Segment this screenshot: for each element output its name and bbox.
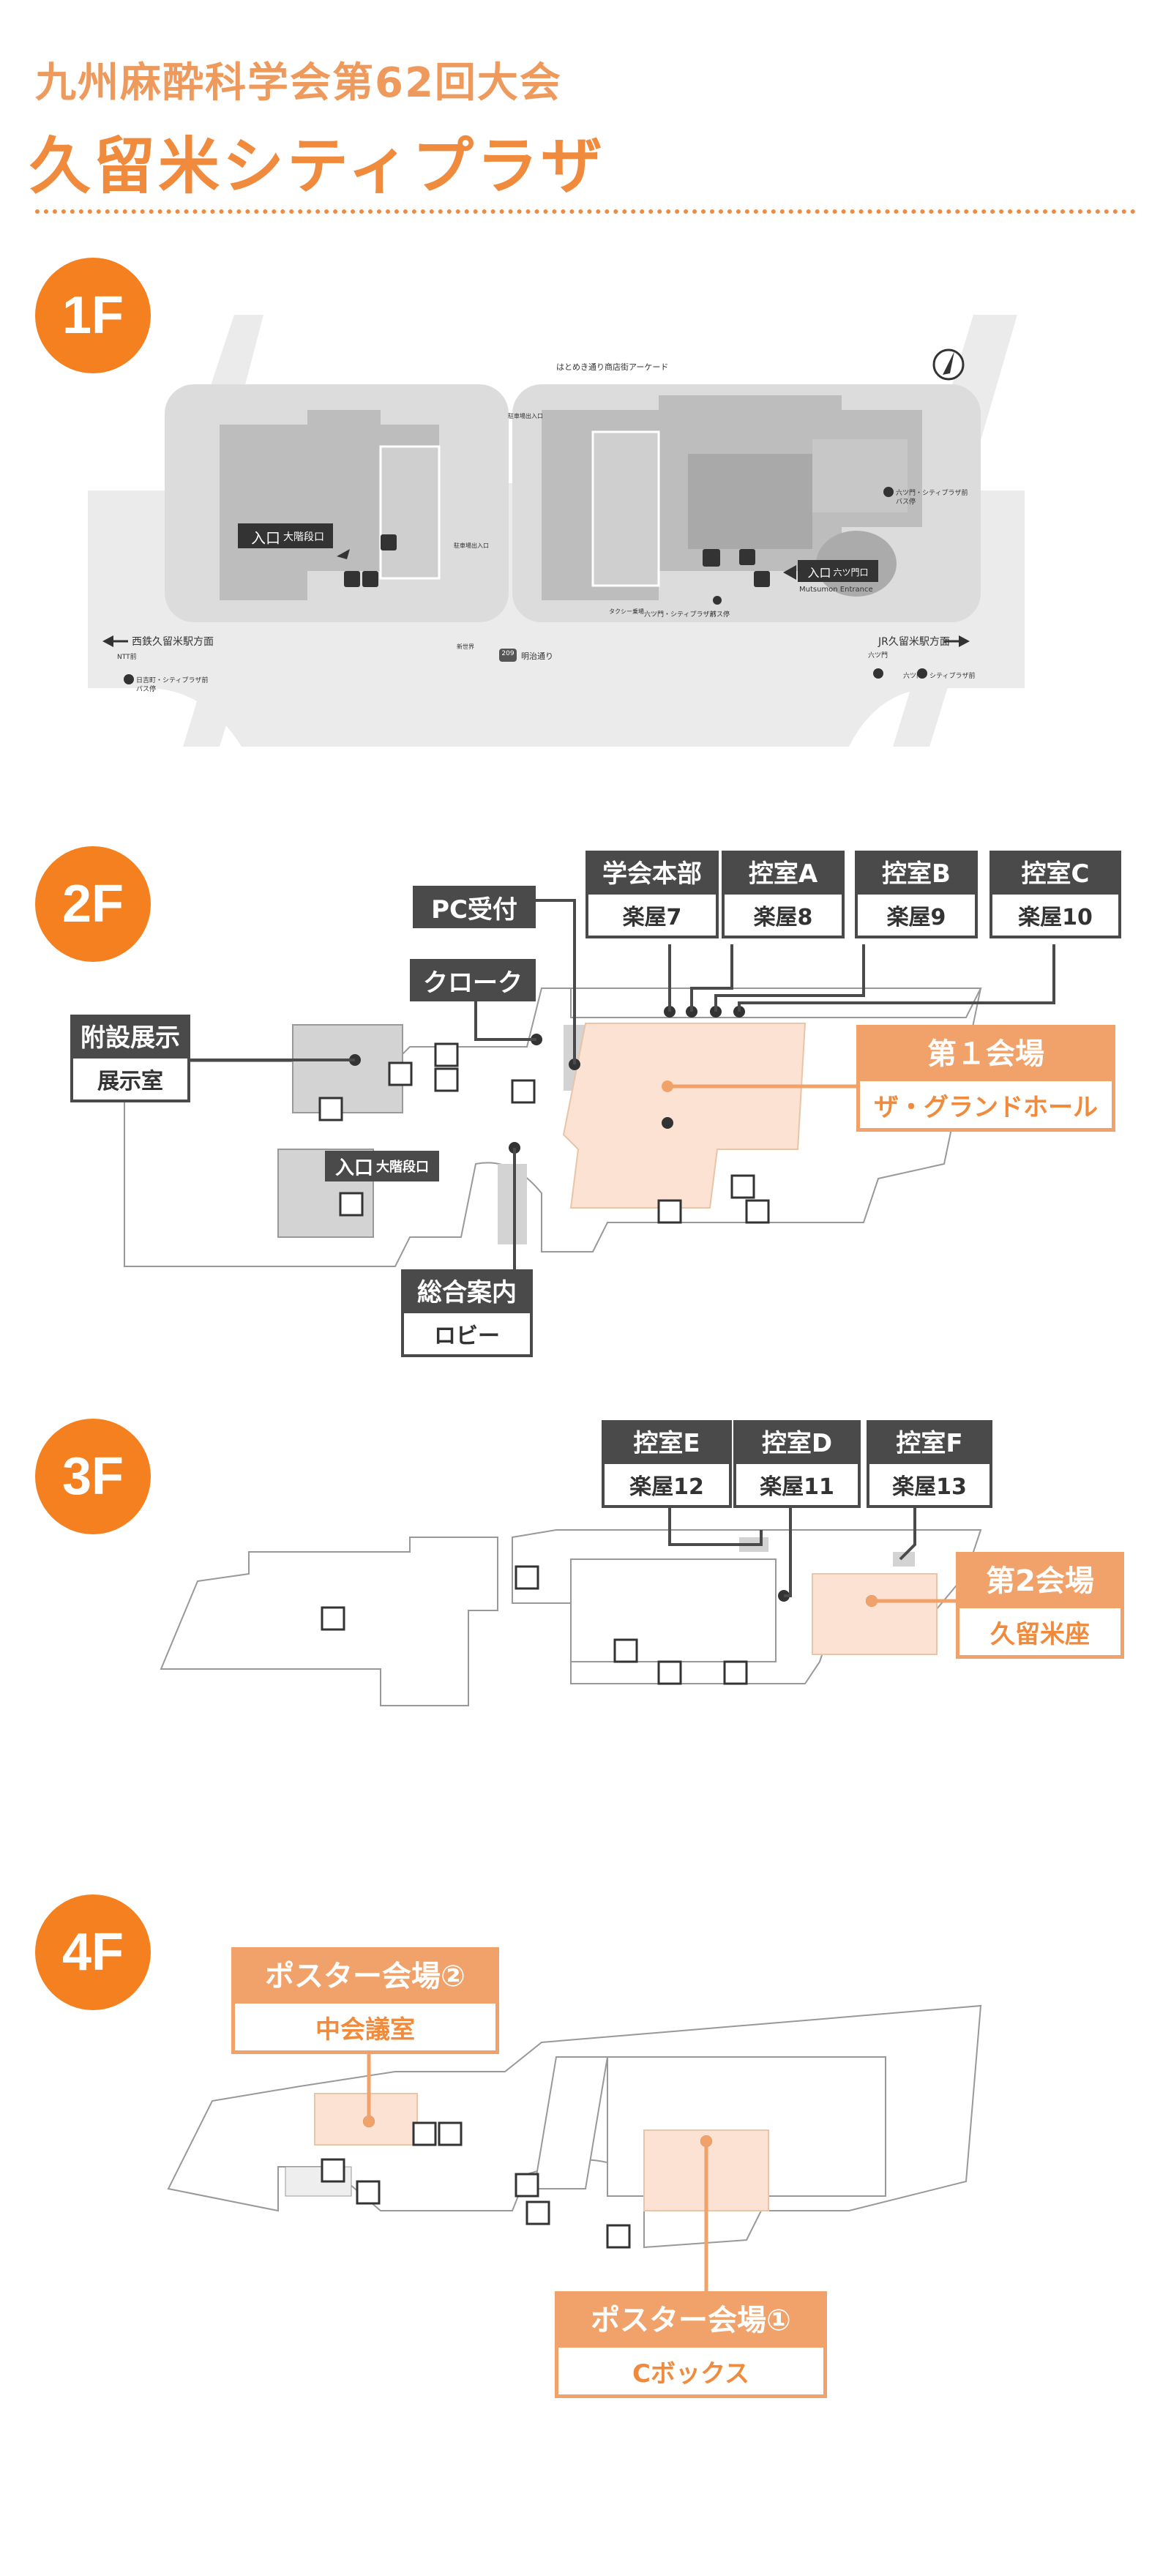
floor-badge-2f: 2F <box>35 846 151 962</box>
bus-left-2: 日吉町・シティプラザ前 <box>136 677 209 684</box>
entrance-label-1f-side: 入口六ツ門口 <box>807 566 869 580</box>
conference-title: 九州麻酔科学会第62回大会 <box>35 59 562 107</box>
bus-center-1: 六ツ門・シティプラザ前 <box>644 611 717 619</box>
floor-map-2f: 学会本部 楽屋7 控室A 楽屋8 控室B 楽屋9 控室C 楽屋10 PC受付 ク… <box>0 842 1171 1369</box>
room-label-hall1: 第１会場 ザ・グランドホール <box>856 1025 1115 1132</box>
bus-right-3: 六ツ門 <box>868 652 888 660</box>
room-label-hikaeB: 控室B 楽屋9 <box>855 851 978 938</box>
bus-right-2: バス停 <box>896 499 916 506</box>
entrance-label-2f: 入口大階段口 <box>325 1151 439 1181</box>
room-label-hikaeE: 控室E 楽屋12 <box>602 1420 732 1508</box>
room-label-pc: PC受付 <box>413 886 536 928</box>
bus-right-1: 六ツ門・シティプラザ前 <box>896 490 968 497</box>
floor-badge-4f: 4F <box>35 1894 151 2010</box>
header-divider <box>35 209 1136 214</box>
shinsekai: 新世界 <box>457 643 474 650</box>
direction-right: JR久留米駅方面 <box>878 636 950 648</box>
road-label: 明治通り <box>521 652 553 661</box>
room-label-hikaeD: 控室D 楽屋11 <box>733 1420 861 1508</box>
entrance-label-1f-main: 入口大階段口 <box>251 529 324 547</box>
bus-right-4: 六ツ門・シティプラザ前 <box>903 673 976 680</box>
room-label-hikaeA: 控室A 楽屋8 <box>722 851 845 938</box>
bus-left-3: バス停 <box>136 686 157 693</box>
room-label-sogo: 総合案内 ロビー <box>401 1269 533 1357</box>
arcade-label: はとめき通り商店街アーケード <box>556 362 669 372</box>
floor-badge-1f: 1F <box>35 258 151 373</box>
direction-left: 西鉄久留米駅方面 <box>132 636 214 648</box>
floor-badge-3f: 3F <box>35 1419 151 1534</box>
floor-map-1f: 入口大階段口 入口六ツ門口 Mutsumon Entrance はとめき通り商店… <box>0 307 1171 761</box>
parking-1: 駐車場出入口 <box>508 413 543 419</box>
room-label-fusetsu: 附設展示 展示室 <box>70 1015 190 1102</box>
bus-left-1: NTT前 <box>117 654 137 661</box>
room-label-poster1: ポスター会場① Cボックス <box>555 2291 827 2398</box>
room-label-hikaeF: 控室F 楽屋13 <box>867 1420 992 1508</box>
room-label-hall2: 第2会場 久留米座 <box>956 1552 1124 1659</box>
floor-map-4f: ポスター会場② 中会議室 ポスター会場① Cボックス <box>0 1947 1171 2474</box>
taxi-stand: タクシー乗場 <box>609 608 644 615</box>
bus-center-2: バス停 <box>710 611 730 619</box>
room-label-hikaeC: 控室C 楽屋10 <box>989 851 1121 938</box>
room-label-poster2: ポスター会場② 中会議室 <box>231 1947 499 2054</box>
route-number: 209 <box>501 650 515 657</box>
floor-map-3f: 控室E 楽屋12 控室D 楽屋11 控室F 楽屋13 第2会場 久留米座 <box>0 1420 1171 1808</box>
venue-title: 久留米シティプラザ <box>29 130 605 202</box>
entrance-label-1f-en: Mutsumon Entrance <box>799 586 873 594</box>
room-label-cloak: クローク <box>410 959 536 1001</box>
room-label-gakkai: 学会本部 楽屋7 <box>586 851 719 938</box>
parking-2: 駐車場出入口 <box>454 542 489 549</box>
